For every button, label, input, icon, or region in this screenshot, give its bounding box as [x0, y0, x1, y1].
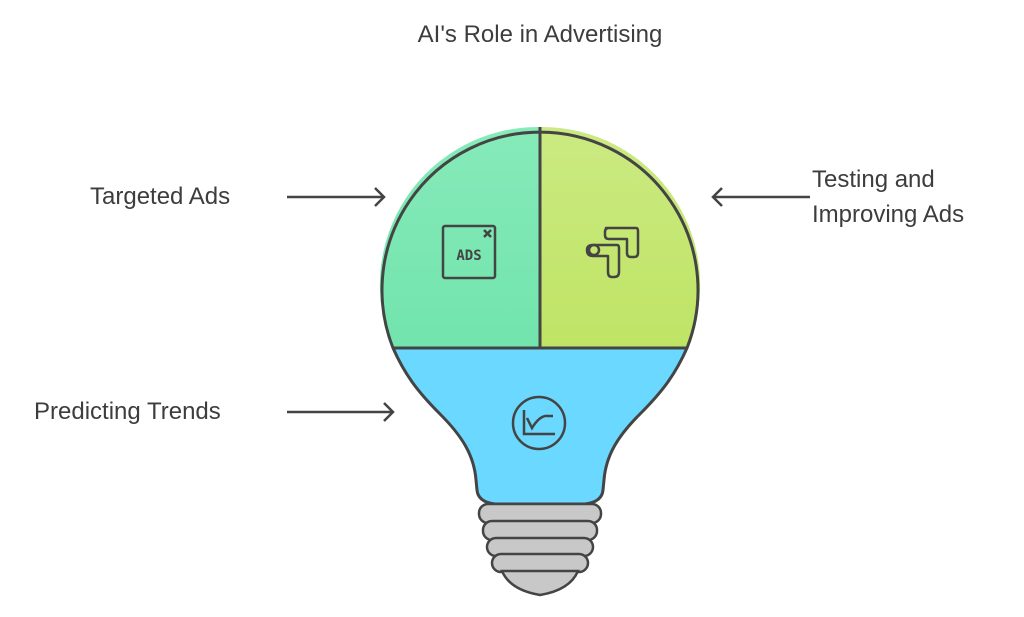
arrows [287, 187, 810, 422]
arrow-targeted-ads [287, 187, 386, 207]
label-testing-line2: Improving Ads [812, 201, 965, 228]
diagram-title: AI's Role in Advertising [417, 21, 663, 48]
trend-chart-icon [511, 395, 567, 451]
segment-predicting-trends[interactable] [393, 348, 687, 504]
arrow-predicting [287, 402, 395, 422]
label-predicting-trends: Predicting Trends [34, 398, 221, 425]
path-arrows-icon [585, 226, 640, 279]
bulb-outline [380, 130, 700, 506]
segment-testing-improving[interactable] [540, 126, 701, 348]
segment-targeted-ads[interactable] [379, 126, 540, 348]
arrow-testing [711, 187, 810, 207]
ads-icon-text: ADS [456, 248, 481, 264]
bulb-base [477, 502, 603, 597]
label-targeted-ads: Targeted Ads [90, 183, 231, 210]
label-testing-line1: Testing and [812, 166, 935, 193]
ads-window-icon [441, 224, 497, 280]
